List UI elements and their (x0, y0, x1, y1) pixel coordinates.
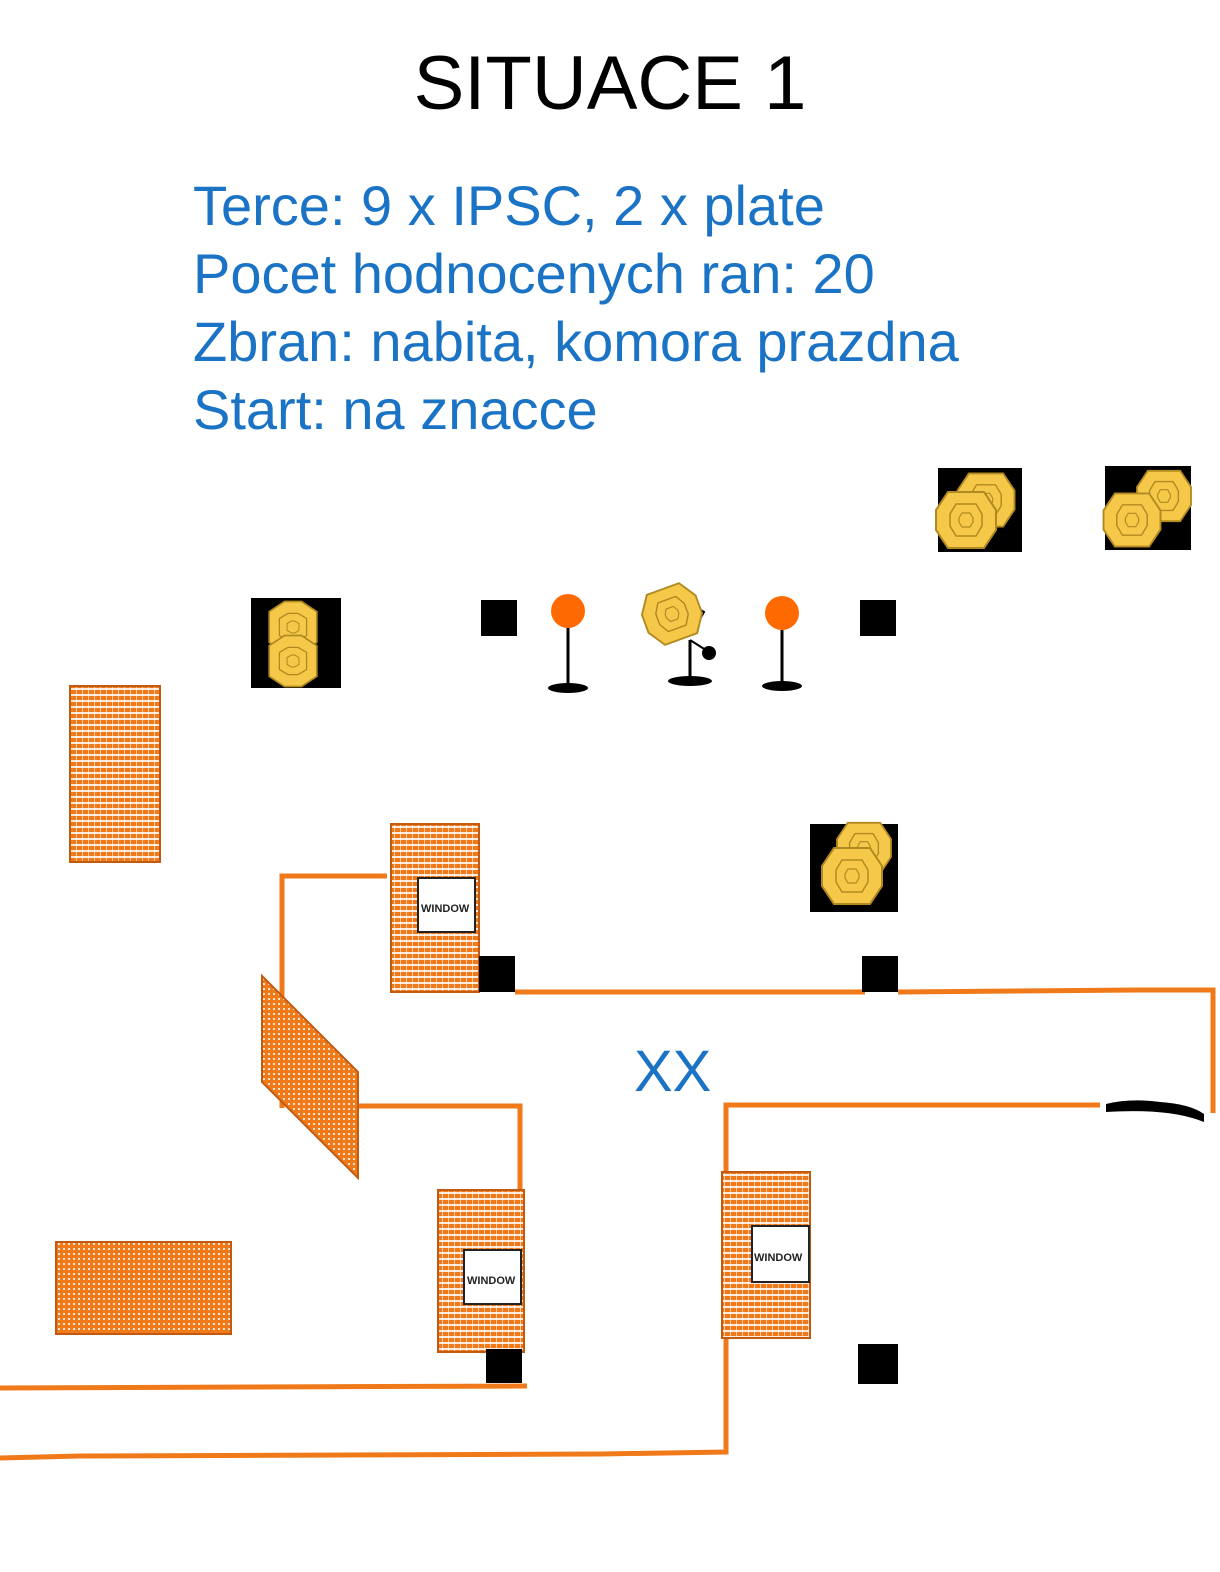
window-label: WINDOW (467, 1275, 516, 1287)
ipsc-target-group (251, 598, 341, 688)
ipsc-target-group (810, 821, 898, 912)
wall-panel (55, 1241, 232, 1335)
window-wall: WINDOW (721, 1171, 811, 1339)
start-info: Start: na znacce (193, 378, 598, 441)
window-label: WINDOW (421, 903, 470, 915)
ipsc-target-group (935, 468, 1022, 552)
barrel (860, 600, 896, 636)
steel-plate (548, 594, 588, 693)
barrels (479, 600, 898, 1384)
start-position-marker: XX (634, 1039, 712, 1104)
fault-lines (0, 873, 1216, 1461)
swinger-target (635, 578, 716, 686)
window-wall: WINDOW (437, 1189, 525, 1353)
barrel (862, 956, 898, 992)
rounds-info: Pocet hodnocenych ran: 20 (193, 242, 875, 305)
weapon-info: Zbran: nabita, komora prazdna (193, 310, 959, 373)
window-label: WINDOW (754, 1252, 803, 1264)
barrel (481, 600, 517, 636)
barrel (858, 1344, 898, 1384)
angled-wall (261, 973, 359, 1181)
steel-plate (762, 596, 802, 691)
barrel (486, 1349, 522, 1383)
partial-shape (1106, 1100, 1204, 1122)
targets-info: Terce: 9 x IPSC, 2 x plate (193, 174, 825, 237)
barrel (479, 956, 515, 992)
window-wall: WINDOW (390, 823, 480, 993)
wall-panel (69, 685, 161, 863)
stage-title: SITUACE 1 (413, 41, 807, 126)
ipsc-target-group (1102, 466, 1192, 550)
